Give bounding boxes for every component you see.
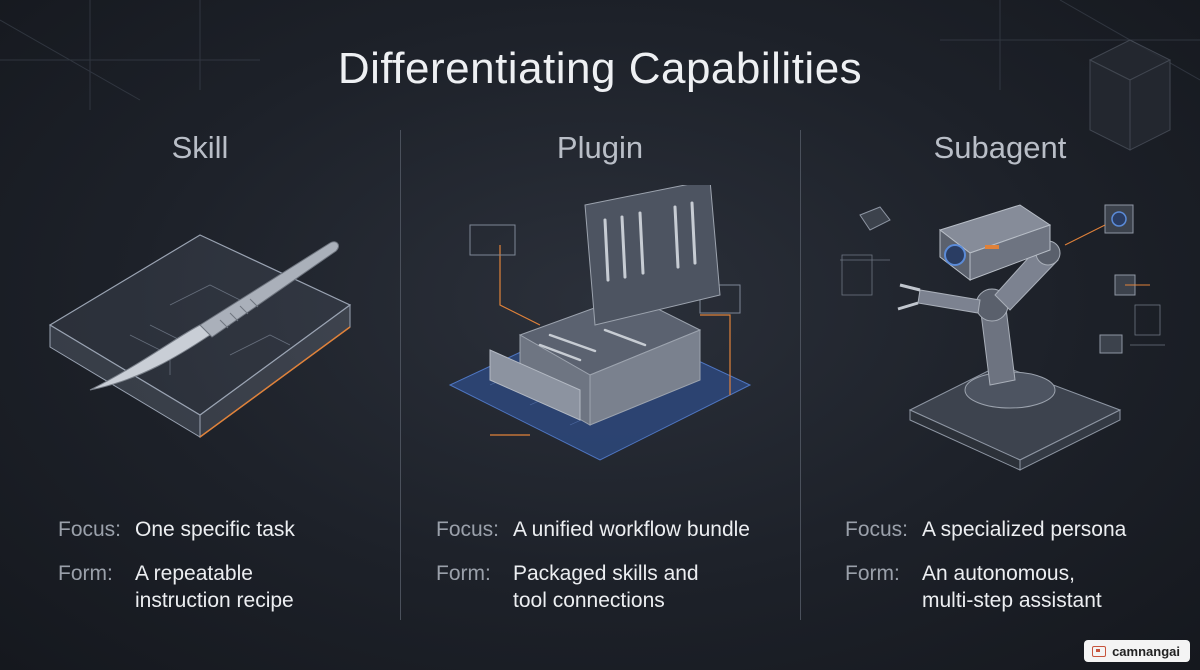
form-value-line1: Packaged skills and — [513, 562, 699, 585]
form-label: Form: — [436, 562, 491, 585]
skill-column: Skill Focus: One specific task Form: A r… — [0, 0, 400, 670]
plugin-column: Plugin — [400, 0, 800, 670]
column-divider — [400, 130, 401, 620]
form-value-line1: An autonomous, — [922, 562, 1075, 585]
focus-value: A unified workflow bundle — [513, 518, 750, 541]
form-value-line1: A repeatable — [135, 562, 253, 585]
focus-value: One specific task — [135, 518, 295, 541]
form-label: Form: — [845, 562, 900, 585]
watermark-text: camnangai — [1112, 643, 1180, 659]
watermark-badge: camnangai — [1084, 640, 1190, 662]
column-title: Plugin — [556, 130, 644, 165]
form-value-line2: multi-step assistant — [922, 589, 1102, 612]
form-value-line2: instruction recipe — [135, 589, 294, 612]
page-title: Differentiating Capabilities — [337, 44, 863, 93]
focus-value: A specialized persona — [922, 518, 1127, 541]
book-icon — [1092, 645, 1107, 657]
form-label: Form: — [58, 562, 113, 585]
toolbox-icon — [448, 185, 752, 461]
subagent-column: Subagent — [800, 0, 1200, 670]
focus-label: Focus: — [58, 518, 122, 541]
focus-label: Focus: — [845, 518, 909, 541]
scalpel-icon — [48, 234, 352, 438]
robot-arm-icon — [840, 204, 1165, 471]
form-value-line2: tool connections — [513, 589, 665, 612]
column-title: Skill — [171, 130, 229, 165]
focus-label: Focus: — [436, 518, 500, 541]
column-title: Subagent — [933, 130, 1067, 165]
column-divider — [800, 130, 801, 620]
